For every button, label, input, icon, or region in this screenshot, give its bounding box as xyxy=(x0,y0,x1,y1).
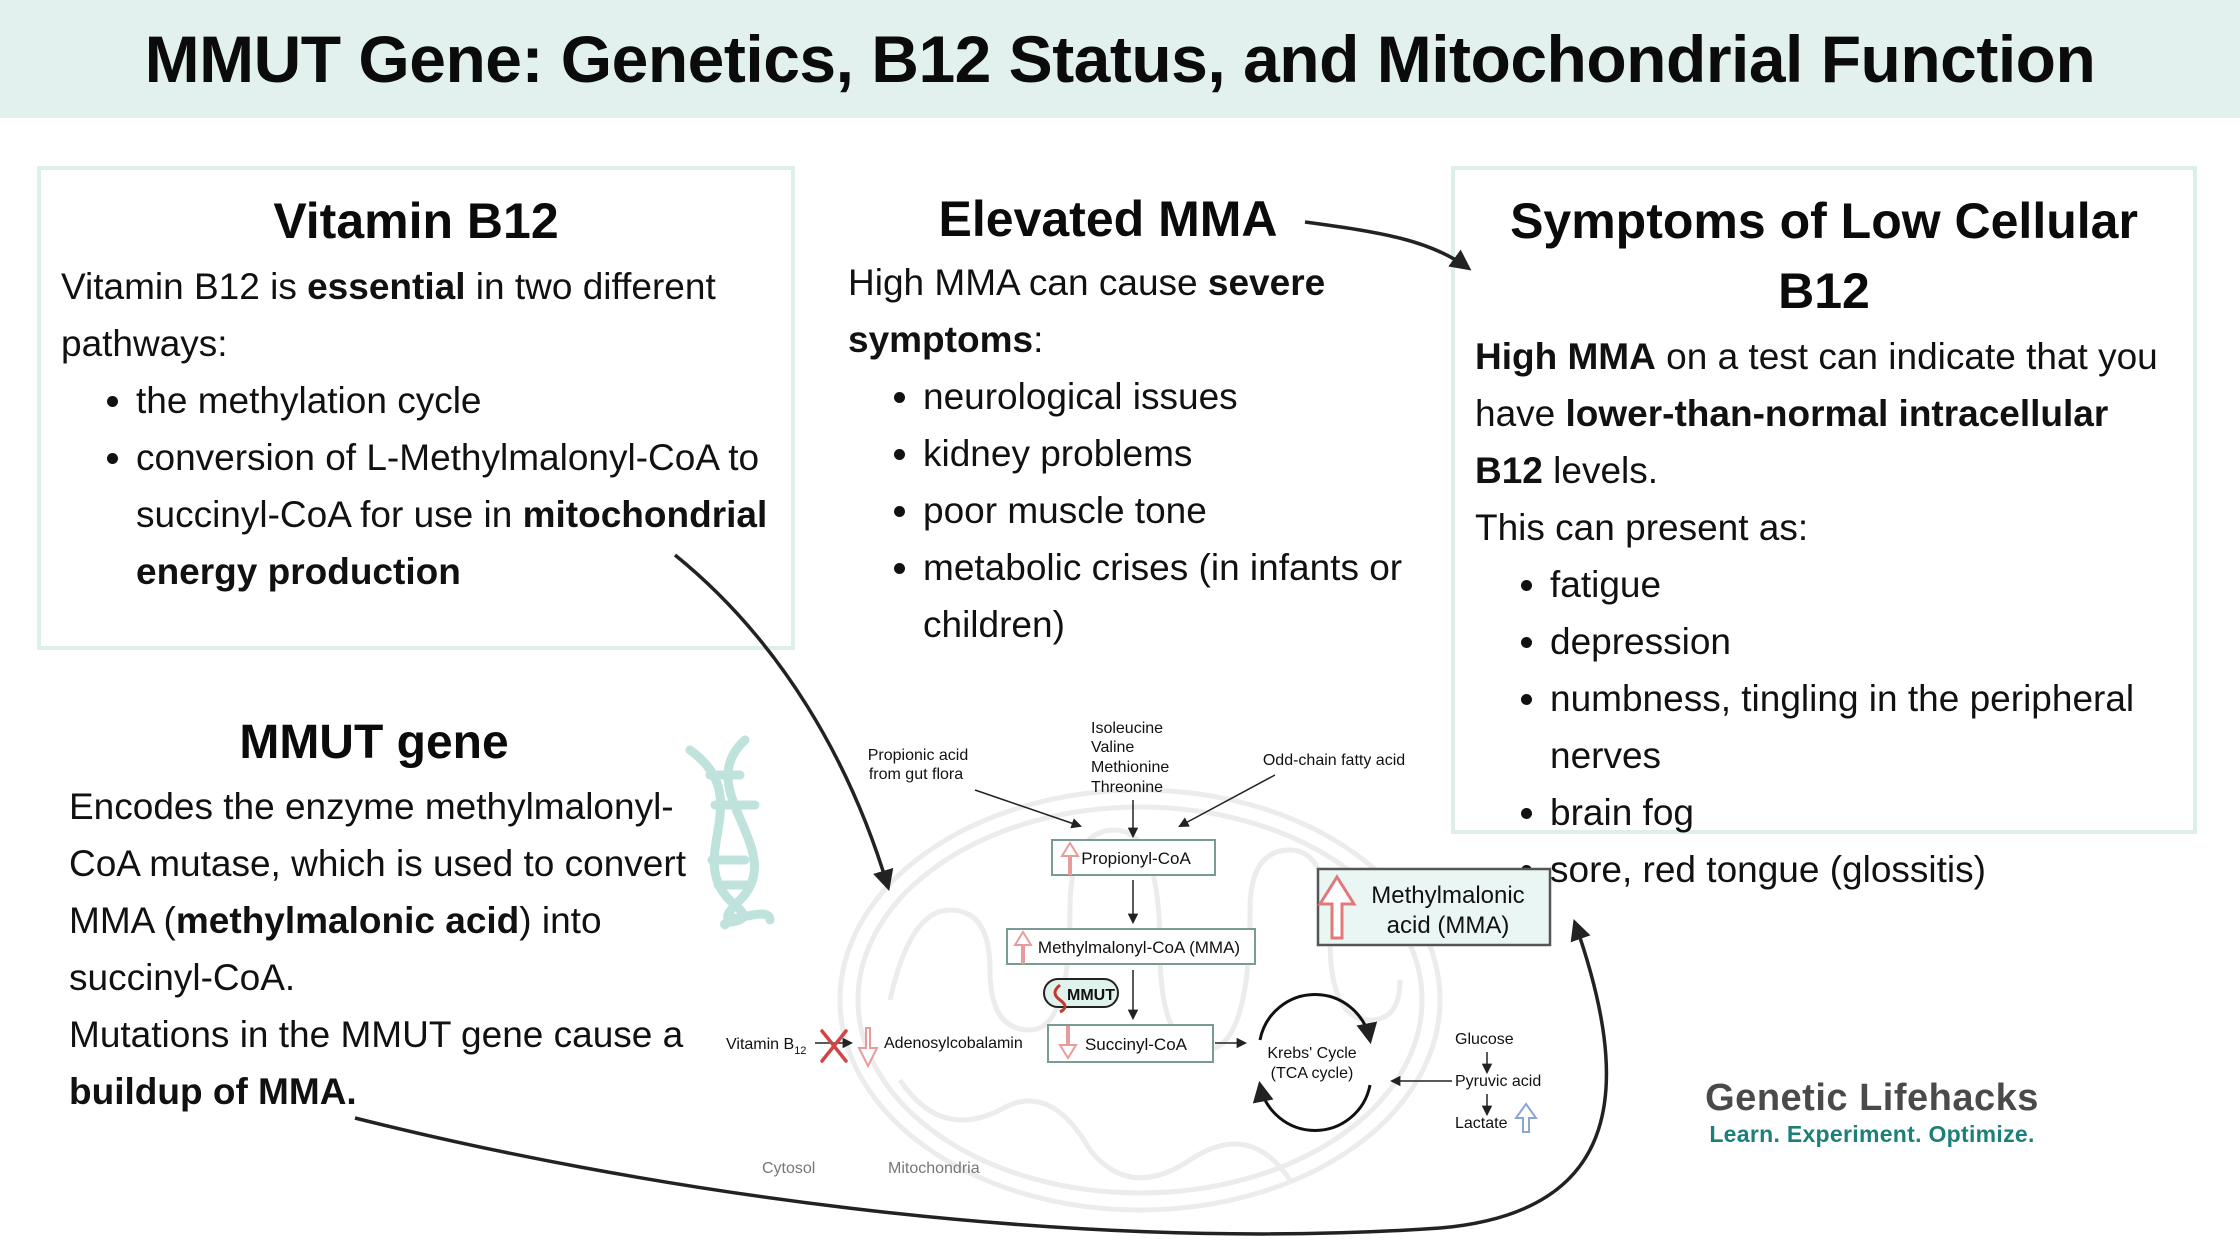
vitamin-b12-intro-text: Vitamin B12 is xyxy=(61,266,308,307)
methylmalonic-acid-label-2: acid (MMA) xyxy=(1387,912,1510,939)
vitamin-b12-label-text: Vitamin B xyxy=(726,1036,794,1053)
symptoms-intro-bold: High MMA xyxy=(1475,336,1656,377)
symptoms-box: Symptoms of Low Cellular B12 High MMA on… xyxy=(1451,166,2197,890)
krebs-cycle-label: Krebs' Cycle xyxy=(1267,1045,1356,1062)
vitamin-b12-subscript: 12 xyxy=(794,1045,806,1057)
page-title: MMUT Gene: Genetics, B12 Status, and Mit… xyxy=(144,22,2096,96)
down-arrow-icon xyxy=(1058,1026,1078,1060)
krebs-cycle-circle xyxy=(1252,993,1378,1132)
methylmalonyl-coa-label: Methylmalonyl-CoA (MMA) xyxy=(1038,938,1240,957)
elevated-mma-section: Elevated MMA High MMA can cause severe s… xyxy=(848,184,1408,653)
up-arrow-icon xyxy=(1514,1102,1538,1133)
vitamin-b12-intro-text-2: in two different pathways: xyxy=(61,266,716,364)
label-propionic-acid-2: from gut flora xyxy=(869,766,963,783)
propionyl-coa-box xyxy=(1051,839,1216,876)
vitamin-b12-bullet: conversion of L-Methylmalonyl-CoA to suc… xyxy=(136,429,771,600)
genetic-lifehacks-logo: Genetic Lifehacks Learn. Experiment. Opt… xyxy=(1672,1076,2072,1148)
label-amino-acid: Methionine xyxy=(1091,759,1169,776)
glucose-label: Glucose xyxy=(1455,1031,1514,1048)
mmut-gene-section: MMUT gene Encodes the enzyme methylmalon… xyxy=(69,708,729,1120)
label-amino-acid: Threonine xyxy=(1091,779,1163,796)
arrow-propionic xyxy=(974,789,1082,829)
mitochondrion-outline xyxy=(837,787,1443,1213)
mmut-gene-bold: methylmalonic acid xyxy=(175,900,520,941)
elevated-mma-bullet: poor muscle tone xyxy=(923,482,1408,539)
elevated-mma-bullet: kidney problems xyxy=(923,425,1408,482)
symptoms-intro-bold-2: lower-than-normal intracellular B12 xyxy=(1475,393,2109,491)
vitamin-b12-box: Vitamin B12 Vitamin B12 is essential in … xyxy=(37,166,795,650)
mmut-gene-mutations-text: Mutations in the MMUT gene cause a xyxy=(69,1014,684,1055)
adenosylcobalamin-label: Adenosylcobalamin xyxy=(884,1035,1023,1052)
up-arrow-icon xyxy=(1060,841,1080,875)
elevated-mma-heading: Elevated MMA xyxy=(938,191,1278,247)
succinyl-coa-box xyxy=(1047,1024,1214,1063)
lactate-label: Lactate xyxy=(1455,1115,1508,1132)
label-propionic-acid: Propionic acid xyxy=(868,747,969,764)
elevated-mma-intro-text-2: : xyxy=(1033,319,1044,360)
label-amino-acid: Isoleucine xyxy=(1091,720,1163,737)
symptoms-present-as: This can present as: xyxy=(1475,507,1809,548)
enzyme-icon xyxy=(1053,983,1067,1014)
label-odd-chain: Odd-chain fatty acid xyxy=(1263,752,1405,769)
logo-name: Genetic Lifehacks xyxy=(1705,1077,2039,1119)
mitochondria-label: Mitochondria xyxy=(888,1160,980,1177)
label-amino-acid: Valine xyxy=(1091,739,1134,756)
propionyl-coa-label: Propionyl-CoA xyxy=(1081,849,1191,868)
vitamin-b12-bullet: the methylation cycle xyxy=(136,372,771,429)
title-bar: MMUT Gene: Genetics, B12 Status, and Mit… xyxy=(0,0,2240,118)
vitamin-b12-bullet-bold: mitochondrial energy production xyxy=(136,494,768,592)
pyruvic-acid-label: Pyruvic acid xyxy=(1455,1073,1541,1090)
vitamin-b12-heading: Vitamin B12 xyxy=(273,193,559,249)
up-arrow-icon xyxy=(1317,874,1357,940)
succinyl-coa-label: Succinyl-CoA xyxy=(1085,1035,1188,1054)
elevated-mma-intro: High MMA can cause severe symptoms: xyxy=(848,254,1408,368)
down-arrow-icon xyxy=(857,1027,879,1069)
vitamin-b12-list: the methylation cycle conversion of L-Me… xyxy=(61,372,771,600)
mmut-gene-mutations: Mutations in the MMUT gene cause a build… xyxy=(69,1006,729,1120)
vitamin-b12-intro-bold: essential xyxy=(307,266,466,307)
elevated-mma-bullet: neurological issues xyxy=(923,368,1408,425)
cytosol-label: Cytosol xyxy=(762,1160,815,1177)
mmut-gene-mutations-bold: buildup of MMA. xyxy=(69,1071,357,1112)
arrow-odd-chain xyxy=(1178,774,1276,827)
mmut-enzyme-badge xyxy=(1043,978,1119,1008)
symptoms-intro-text: on a test can indicate that you have xyxy=(1475,336,2158,434)
symptoms-intro: High MMA on a test can indicate that you… xyxy=(1475,328,2173,499)
vitamin-b12-label: Vitamin B12 xyxy=(726,1036,806,1057)
elevated-mma-list: neurological issues kidney problems poor… xyxy=(848,368,1408,653)
vitamin-b12-intro: Vitamin B12 is essential in two differen… xyxy=(61,258,771,372)
symptom-bullet: sore, red tongue (glossitis) xyxy=(1550,841,2173,898)
symptom-bullet: fatigue xyxy=(1550,556,2173,613)
x-mark-icon xyxy=(820,1029,848,1063)
symptom-bullet: numbness, tingling in the peripheral ner… xyxy=(1550,670,2173,784)
symptoms-heading: Symptoms of Low Cellular B12 xyxy=(1510,193,2138,319)
elevated-mma-bullet: metabolic crises (in infants or children… xyxy=(923,539,1408,653)
mmut-badge-label: MMUT xyxy=(1067,987,1115,1004)
mmut-gene-description: Encodes the enzyme methylmalonyl-CoA mut… xyxy=(69,778,729,1006)
vitamin-b12-bullet-text: conversion of L-Methylmalonyl-CoA to suc… xyxy=(136,437,760,535)
logo-tagline: Learn. Experiment. Optimize. xyxy=(1709,1121,2035,1147)
symptom-bullet: brain fog xyxy=(1550,784,2173,841)
symptoms-intro-text-2: levels. xyxy=(1542,450,1659,491)
up-arrow-icon xyxy=(1013,930,1033,964)
krebs-cycle-label-2: (TCA cycle) xyxy=(1271,1065,1354,1082)
symptom-bullet: depression xyxy=(1550,613,2173,670)
methylmalonyl-coa-box xyxy=(1006,928,1256,965)
mmut-gene-heading: MMUT gene xyxy=(239,716,509,769)
symptoms-list: fatigue depression numbness, tingling in… xyxy=(1475,556,2173,898)
elevated-mma-intro-text: High MMA can cause xyxy=(848,262,1208,303)
mmut-gene-text: Encodes the enzyme methylmalonyl-CoA mut… xyxy=(69,786,686,941)
